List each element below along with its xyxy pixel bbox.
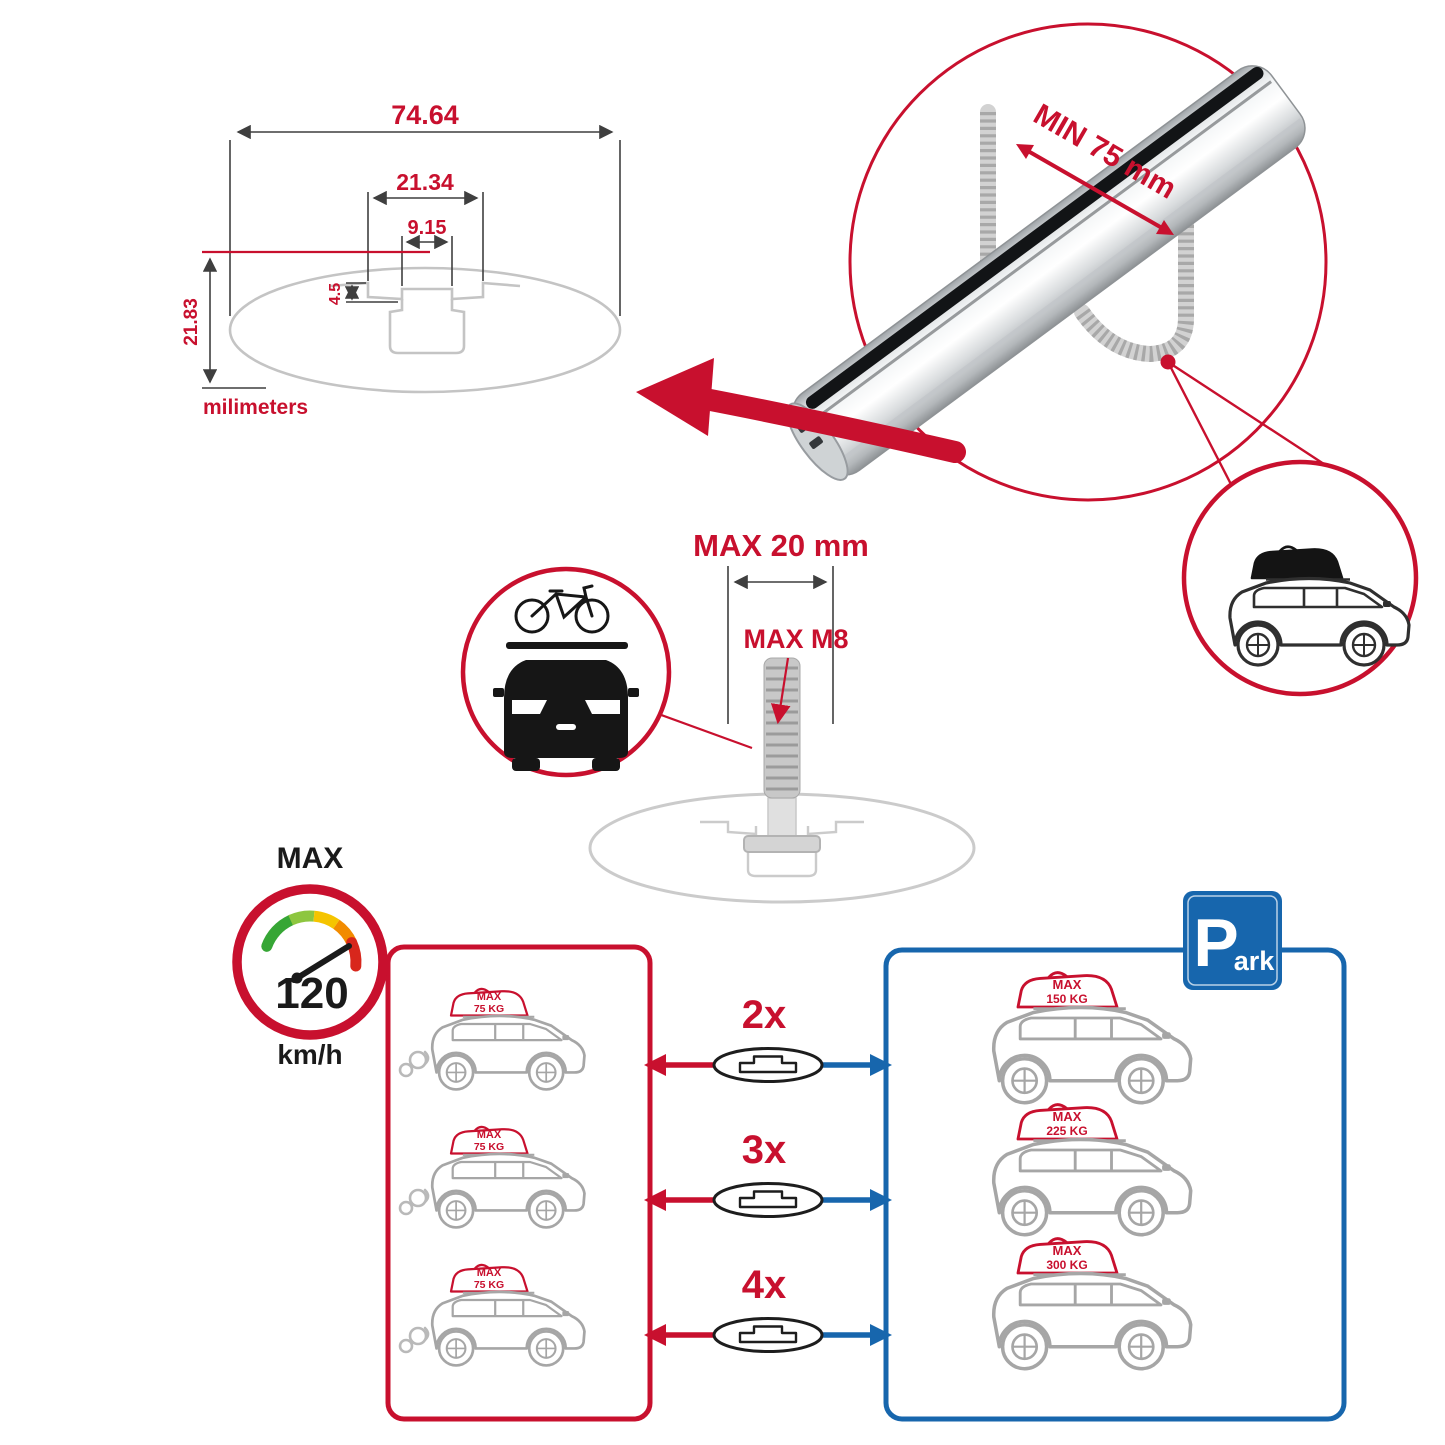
driving-car-1 bbox=[430, 987, 586, 1091]
t-bolt-head bbox=[743, 835, 821, 853]
load-badge-title: MAX bbox=[477, 991, 502, 1003]
unit-label: milimeters bbox=[203, 396, 308, 419]
dim-total-height: 21.83 bbox=[181, 298, 202, 346]
exhaust-smoke bbox=[398, 1326, 430, 1354]
load-badge-title: MAX bbox=[1053, 977, 1082, 992]
load-badge-value: 150 KG bbox=[1046, 992, 1087, 1006]
aluminum-crossbar bbox=[786, 65, 1306, 481]
count-label-2x: 2x bbox=[742, 993, 787, 1037]
load-badge-title: MAX bbox=[477, 1267, 502, 1279]
headlight bbox=[585, 700, 620, 714]
crossbar-profile-ellipse bbox=[228, 266, 622, 394]
crossbar-count-row-4x bbox=[644, 1319, 892, 1352]
crossbar-channel-groove bbox=[805, 66, 1264, 409]
parking-car-3 bbox=[991, 1236, 1193, 1371]
load-badge-value: 225 KG bbox=[1046, 1124, 1087, 1138]
park-sign: P ark bbox=[1183, 891, 1282, 990]
headlight bbox=[512, 700, 547, 714]
dim-lip-depth: 4.5 bbox=[327, 283, 344, 305]
driving-panel-frame bbox=[385, 944, 653, 1422]
cross-section-diagram: 74.64 21.34 9.15 4.5 21.83 milimeters bbox=[181, 100, 622, 419]
t-slot-pocket bbox=[388, 299, 466, 355]
load-badge-title: MAX bbox=[477, 1129, 502, 1141]
speed-value: 120 bbox=[275, 969, 348, 1018]
crossbar-count-row-3x bbox=[644, 1184, 892, 1217]
max-length-label: MAX 20 mm bbox=[693, 528, 869, 563]
count-label-3x: 3x bbox=[742, 1128, 787, 1172]
speed-unit: km/h bbox=[277, 1039, 342, 1070]
bar-render-detail: MIN 75 mm bbox=[636, 22, 1419, 697]
load-badge-title: MAX bbox=[1053, 1109, 1082, 1124]
bolt-fitment-section: MAX 20 mm MAX M8 bbox=[460, 528, 976, 904]
parking-car-1 bbox=[991, 970, 1193, 1105]
detail-circle bbox=[848, 22, 1328, 502]
dim-total-width: 74.64 bbox=[391, 100, 459, 130]
count-label-4x: 4x bbox=[742, 1263, 787, 1307]
crossbar-count-row-2x bbox=[644, 1049, 892, 1082]
grille bbox=[556, 724, 576, 730]
threaded-bolt bbox=[763, 657, 801, 799]
dim-channel-width: 21.34 bbox=[396, 169, 454, 195]
car-front-with-bike bbox=[493, 584, 639, 771]
exhaust-smoke bbox=[398, 1050, 430, 1078]
swoosh-arrow-body bbox=[689, 387, 966, 463]
min-spacing-arrow bbox=[1027, 149, 1163, 230]
park-sign-letter: P bbox=[1193, 905, 1238, 981]
load-panels-section: P ark MAX 75 KG MAX 75 KG MAX 75 KG MAX … bbox=[232, 842, 1347, 1422]
roof-bar bbox=[506, 642, 628, 649]
parking-panel-frame bbox=[883, 947, 1347, 1422]
bike-wheel bbox=[514, 598, 550, 634]
gauge-needle bbox=[291, 943, 352, 983]
bike-frame bbox=[530, 584, 594, 620]
load-badge-value: 300 KG bbox=[1046, 1258, 1087, 1272]
bike-wheel bbox=[574, 598, 610, 634]
exhaust-smoke bbox=[398, 1188, 430, 1216]
swoosh-arrow-head bbox=[636, 358, 714, 436]
load-badge-value: 75 KG bbox=[474, 1279, 504, 1291]
parking-car-2 bbox=[991, 1102, 1193, 1237]
driving-car-3 bbox=[430, 1263, 586, 1367]
load-badge-title: MAX bbox=[1053, 1243, 1082, 1258]
speed-limit-gauge: MAX 120 km/h bbox=[232, 842, 388, 1070]
car-front-body bbox=[504, 660, 628, 758]
park-sign-suffix: ark bbox=[1234, 946, 1276, 976]
t-slot-lips bbox=[329, 281, 521, 301]
load-badge-value: 75 KG bbox=[474, 1003, 504, 1015]
dim-slot-width: 9.15 bbox=[408, 217, 447, 239]
pointer-lines bbox=[1166, 360, 1331, 495]
driving-car-2 bbox=[430, 1125, 586, 1229]
thread-leader-line bbox=[770, 657, 791, 725]
load-badge-value: 75 KG bbox=[474, 1141, 504, 1153]
max-thread-label: MAX M8 bbox=[743, 624, 848, 654]
speed-title: MAX bbox=[277, 842, 344, 875]
